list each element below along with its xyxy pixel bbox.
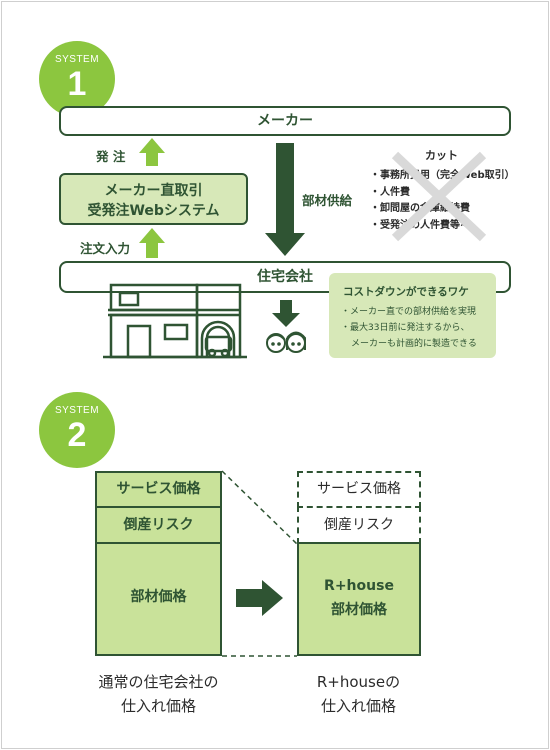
system2-badge-number: 2 <box>67 416 87 454</box>
direct-trade-line2: 受発注Webシステム <box>87 203 220 219</box>
maker-label: メーカー <box>257 113 313 129</box>
cut-cross-icon <box>391 151 487 242</box>
house-icon <box>103 283 247 359</box>
maker-bar: メーカー <box>59 106 511 136</box>
right-caption-line2: 仕入れ価格 <box>320 697 396 715</box>
order-input-up-arrow <box>139 228 165 258</box>
left-caption-line1: 通常の住宅会社の <box>98 673 219 691</box>
left-bankruptcy-risk-block: 倒産リスク <box>95 506 222 544</box>
comparison-right-arrow <box>236 580 283 616</box>
housing-company-label: 住宅会社 <box>257 269 313 285</box>
right-bankruptcy-risk-label: 倒産リスク <box>324 517 394 533</box>
left-parts-price-block: 部材価格 <box>95 542 222 656</box>
cut-item: ・受発注の人件費等々 <box>370 219 470 231</box>
system1-badge: SYSTEM 1 <box>39 41 115 117</box>
left-parts-price-label: 部材価格 <box>130 589 187 605</box>
left-bankruptcy-risk-label: 倒産リスク <box>123 517 194 533</box>
parts-supply-label: 部材供給 <box>302 193 353 208</box>
direct-trade-line1: メーカー直取引 <box>104 183 203 199</box>
cost-down-reason-box: コストダウンができるワケ ・メーカー直での部材供給を実現 ・最大33日前に発注す… <box>329 273 496 358</box>
left-service-price-block: サービス価格 <box>95 471 222 508</box>
right-service-price-label: サービス価格 <box>317 481 401 497</box>
right-rhouse-parts-price-block: R+house 部材価格 <box>297 542 421 656</box>
right-rhouse-label: R+house <box>324 578 394 594</box>
cost-down-line: ・メーカー直での部材供給を実現 <box>341 307 477 317</box>
cut-title: カット <box>425 149 458 162</box>
direct-trade-box: メーカー直取引 受発注Webシステム <box>59 173 248 225</box>
right-caption-line1: R+houseの <box>316 673 401 691</box>
system2-badge: SYSTEM 2 <box>39 392 115 468</box>
people-icon <box>266 331 306 353</box>
system1-badge-label: SYSTEM <box>54 54 100 65</box>
left-service-price-label: サービス価格 <box>116 481 201 497</box>
order-input-label: 注文入力 <box>80 241 131 256</box>
right-parts-price-label: 部材価格 <box>331 602 387 618</box>
order-up-arrow <box>139 138 165 166</box>
cost-down-line: メーカーも計画的に製造できる <box>351 339 477 349</box>
customer-down-arrow <box>272 300 300 327</box>
cost-down-title: コストダウンができるワケ <box>343 286 469 298</box>
right-caption: R+houseの 仕入れ価格 <box>270 670 447 718</box>
cost-down-line: ・最大33日前に発注するから、 <box>341 323 470 333</box>
parts-supply-down-arrow <box>265 143 305 256</box>
left-caption: 通常の住宅会社の 仕入れ価格 <box>70 670 247 718</box>
system1-badge-number: 1 <box>67 65 87 103</box>
system2-badge-label: SYSTEM <box>54 405 100 416</box>
projection-lines <box>221 470 298 657</box>
cut-item: ・事務所費用（完全Web取引） <box>370 170 515 181</box>
left-caption-line2: 仕入れ価格 <box>120 697 196 715</box>
order-label: 発 注 <box>96 149 126 164</box>
cut-item: ・人件費 <box>370 186 410 198</box>
right-service-price-block: サービス価格 <box>297 471 421 508</box>
